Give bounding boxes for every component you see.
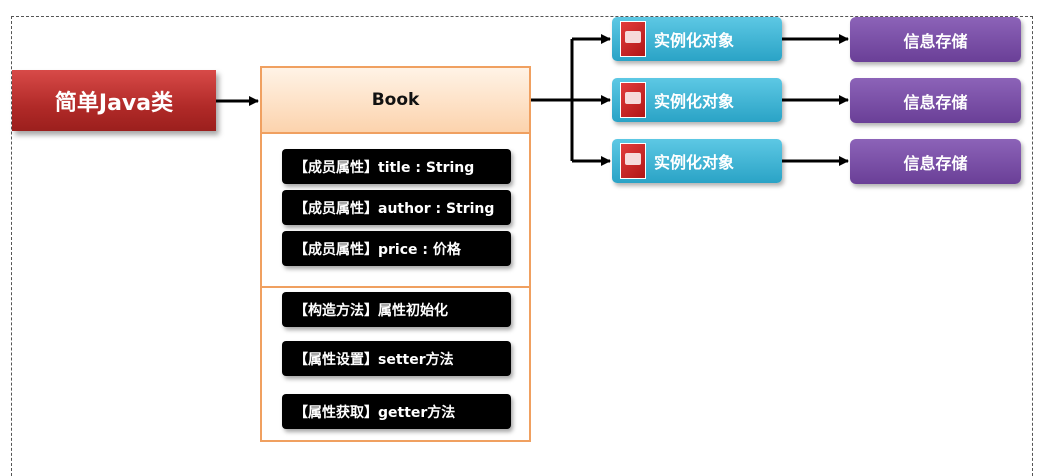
- info-storage-2: 信息存储: [850, 78, 1021, 123]
- attribute-title: 【成员属性】title : String: [282, 149, 511, 184]
- instance-object-label: 实例化对象: [654, 31, 735, 50]
- book-cover-icon: [620, 82, 646, 118]
- info-storage-label: 信息存储: [903, 31, 968, 51]
- simple-java-class-box: 简单Java类: [12, 70, 216, 131]
- instance-object-label: 实例化对象: [654, 92, 735, 111]
- simple-java-class-label: 简单Java类: [54, 90, 174, 116]
- book-cover-icon: [620, 143, 646, 179]
- instance-object-2: 实例化对象: [612, 78, 782, 122]
- book-class-header: Book: [262, 68, 529, 134]
- info-storage-3: 信息存储: [850, 139, 1021, 184]
- dashed-frame: [11, 16, 1033, 476]
- attribute-author: 【成员属性】author : String: [282, 190, 511, 225]
- method-constructor: 【构造方法】属性初始化: [282, 292, 511, 327]
- attributes-methods-divider: [262, 286, 529, 288]
- method-getter: 【属性获取】getter方法: [282, 394, 511, 429]
- info-storage-label: 信息存储: [903, 92, 968, 112]
- attribute-price: 【成员属性】price : 价格: [282, 231, 511, 266]
- book-class-title: Book: [371, 90, 420, 110]
- info-storage-1: 信息存储: [850, 17, 1021, 62]
- book-cover-icon: [620, 21, 646, 57]
- instance-object-label: 实例化对象: [654, 153, 735, 172]
- method-setter: 【属性设置】setter方法: [282, 341, 511, 376]
- instance-object-1: 实例化对象: [612, 17, 782, 61]
- info-storage-label: 信息存储: [903, 153, 968, 173]
- connector-arrows: [216, 34, 849, 166]
- instance-object-3: 实例化对象: [612, 139, 782, 183]
